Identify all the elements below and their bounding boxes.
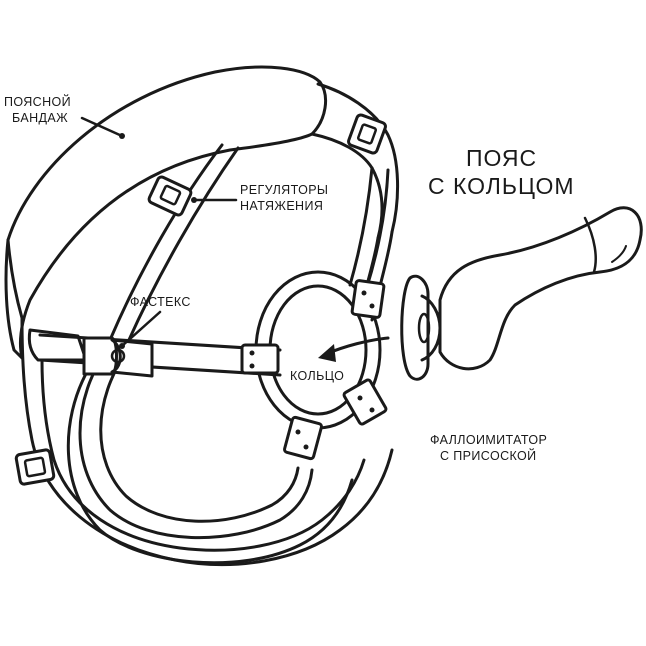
- buckle-top-left: [147, 175, 193, 217]
- fastex-label: ФАСТЕКС: [130, 295, 191, 309]
- dildo-label-line1: ФАЛЛОИМИТАТОР: [430, 433, 547, 447]
- belt-with-ring-label-line1: ПОЯС: [466, 145, 537, 171]
- horizontal-strap: [38, 333, 282, 377]
- belt-with-ring-label-line2: С КОЛЬЦОМ: [428, 173, 575, 199]
- left-side-strap: [20, 316, 394, 567]
- leader-lines: [80, 116, 238, 349]
- dildo-with-suction-cup: [400, 206, 643, 381]
- buckle-left-lower: [14, 448, 56, 486]
- ring-label: КОЛЬЦО: [290, 369, 344, 383]
- leg-straps: [66, 343, 354, 565]
- insert-arrow: [318, 336, 390, 362]
- adjusters-label-line2: НАТЯЖЕНИЯ: [240, 199, 323, 213]
- waist-band-label-line1: ПОЯСНОЙ: [4, 94, 71, 109]
- ring-tabs: [240, 279, 388, 461]
- waist-band-label-line2: БАНДАЖ: [12, 111, 68, 125]
- adjusters-label-line1: РЕГУЛЯТОРЫ: [240, 183, 328, 197]
- fastex-buckle: [82, 336, 154, 378]
- buckle-top-right: [347, 113, 387, 155]
- dildo-label-line2: С ПРИСОСКОЙ: [440, 448, 537, 463]
- front-diagonal-strap: [108, 143, 390, 344]
